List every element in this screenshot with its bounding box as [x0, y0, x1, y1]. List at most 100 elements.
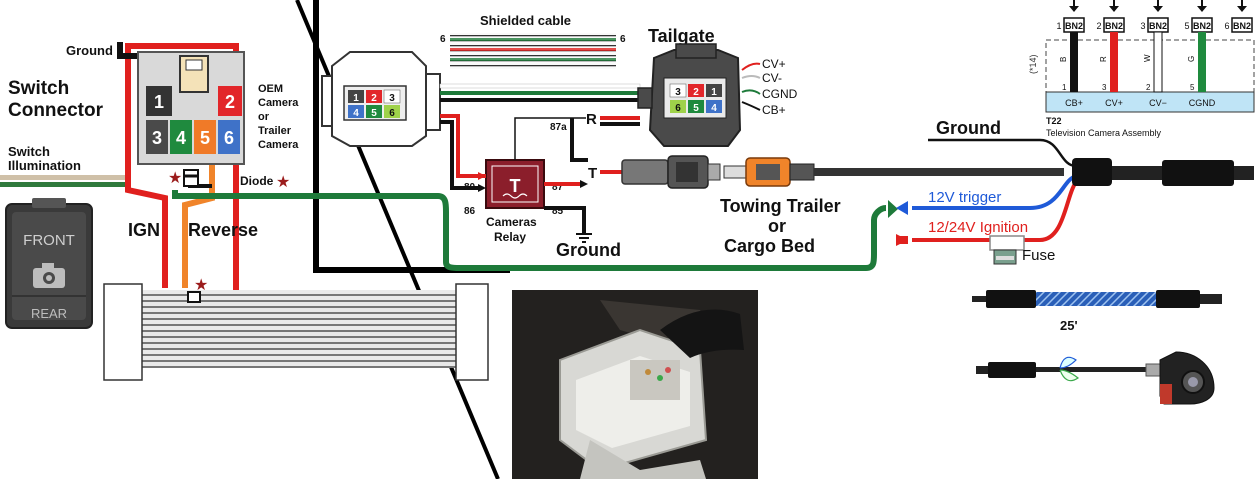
cameras-relay: T — [485, 159, 545, 209]
t22-pin-number: 3 — [1140, 21, 1145, 31]
t22-wire-code: G — [1187, 56, 1196, 62]
diode-symbol — [187, 291, 201, 303]
ground-label-relay: Ground — [556, 240, 621, 260]
extension-cable — [972, 290, 1222, 308]
switch-pin-2-label: 2 — [225, 92, 235, 112]
connector-photo — [512, 290, 758, 479]
left-connector-pin-5-label: 5 — [371, 108, 377, 119]
switch-pin-6-label: 6 — [224, 128, 234, 148]
t22-pin-tag-box — [1231, 17, 1253, 33]
star-marker: ★ — [276, 174, 290, 191]
rear-camera — [976, 351, 1215, 405]
t22-pin-function: CGND — [1189, 98, 1216, 108]
t22-pin-wire — [1070, 32, 1078, 92]
diode-label: Diode — [240, 174, 274, 188]
t22-pin-tag: BN2 — [1105, 21, 1123, 31]
harness-plug-left — [103, 283, 143, 381]
relay-pin-87-label: 87 — [552, 182, 564, 193]
tailgate-pin-6-label: 6 — [675, 103, 681, 114]
t22-pin-bottom-num: 5 — [1190, 83, 1195, 92]
oem-label-5: Camera — [258, 139, 299, 151]
cameras-relay-label-2: Relay — [494, 230, 526, 244]
switch-illumination-label-1: Switch — [8, 144, 50, 159]
t22-pin-tag: BN2 — [1065, 21, 1083, 31]
trigger-label: 12V trigger — [928, 189, 1001, 206]
relay-87a-wire — [514, 117, 586, 160]
t22-title: T22 — [1046, 116, 1062, 126]
t22-pin-bottom-num: 2 — [1146, 83, 1151, 92]
t22-pin-bottom-num: 1 — [1062, 83, 1067, 92]
green-wire — [440, 91, 640, 95]
red-relay-wire — [440, 114, 478, 178]
shielded-cable-label: Shielded cable — [480, 13, 571, 28]
tailgate-pin-4-label: 4 — [711, 103, 717, 114]
ground-symbol — [576, 233, 592, 243]
t22-pin-number: 2 — [1096, 21, 1101, 31]
green-trailer-wire — [172, 190, 887, 271]
ground-wire-right — [928, 138, 1077, 168]
relay-pin-80-label: 80 — [464, 182, 476, 193]
tailgate-pin-3-label: 3 — [675, 87, 681, 98]
panel-divider — [313, 0, 510, 273]
ignition-label: 12/24V Ignition — [928, 219, 1028, 236]
t22-pin-arrowhead — [1109, 6, 1119, 12]
cb-plus-label: CB+ — [762, 103, 786, 117]
relay-symbol-letter: T — [510, 176, 521, 196]
oem-label-2: Camera — [258, 97, 299, 109]
switch-pin-3 — [146, 120, 168, 154]
t22-pin-wire — [1110, 32, 1118, 92]
shielded-cable-left-num: 6 — [440, 34, 446, 45]
left-connector-pin-1-label: 1 — [353, 93, 359, 104]
t22-pin-function: CB+ — [1065, 98, 1083, 108]
t22-pinout: (*14) T22 Television Camera Assembly — [1028, 39, 1255, 138]
switch-pin-5-label: 5 — [200, 128, 210, 148]
relay-pin-86-label: 86 — [464, 206, 476, 217]
camera-switch-button: FRONT REAR — [5, 198, 93, 329]
cv-plus-label: CV+ — [762, 57, 786, 71]
ignition-arrow — [896, 236, 908, 244]
t22-pin-tag: BN2 — [1193, 21, 1211, 31]
tailgate-pin-5-label: 5 — [693, 103, 699, 114]
rca-plug-orange — [723, 157, 815, 187]
camera-cable — [814, 168, 1064, 176]
cv-minus-label: CV- — [762, 71, 782, 85]
illumination-wire-tan — [0, 175, 130, 180]
tailgate-label: Tailgate — [648, 26, 715, 46]
oem-label-3: or — [258, 111, 270, 123]
t22-subtitle: Television Camera Assembly — [1046, 128, 1162, 138]
tailgate-pin-2-label: 2 — [693, 87, 699, 98]
switch-front-label: FRONT — [23, 232, 75, 249]
switch-pin-3-label: 3 — [152, 128, 162, 148]
shielded-cable-right-num: 6 — [620, 34, 626, 45]
trigger-wire — [912, 174, 1077, 210]
green-wire-arrow — [888, 200, 898, 218]
reverse-label: Reverse — [188, 220, 258, 240]
relay-pin-85-label: 85 — [552, 206, 564, 217]
t22-pins: BN21B1CB+BN22R3CV+BN23W2CV−BN25G5CGNDBN2… — [1056, 0, 1253, 108]
ground-label-right: Ground — [936, 118, 1001, 138]
t22-wire-code: R — [1099, 56, 1108, 62]
t22-pin-number: 1 — [1056, 21, 1061, 31]
cable-length-label: 25' — [1060, 318, 1078, 333]
star-marker: ★ — [168, 170, 182, 187]
towing-label-1: Towing Trailer — [720, 196, 841, 216]
t22-pin-tag: BN2 — [1233, 21, 1251, 31]
star-marker: ★ — [194, 277, 208, 294]
diode-symbol — [183, 169, 199, 187]
harness-plug — [1162, 160, 1234, 186]
cgnd-label: CGND — [762, 87, 798, 101]
t22-side-label: (*14) — [1028, 54, 1038, 74]
left-connector-pin-6-label: 6 — [389, 108, 395, 119]
t22-pin-function: CV− — [1149, 98, 1167, 108]
black-wire — [440, 98, 640, 102]
t22-pin-function: CV+ — [1105, 98, 1123, 108]
fuse-icon — [989, 235, 1025, 265]
towing-label-2: or — [768, 216, 786, 236]
tailgate-pin-1-label: 1 — [711, 87, 717, 98]
t22-pin-number: 5 — [1184, 21, 1189, 31]
t22-pin-wire — [1153, 31, 1163, 93]
orange-reverse-wire — [182, 165, 215, 288]
relay-t-label: T — [588, 165, 597, 182]
